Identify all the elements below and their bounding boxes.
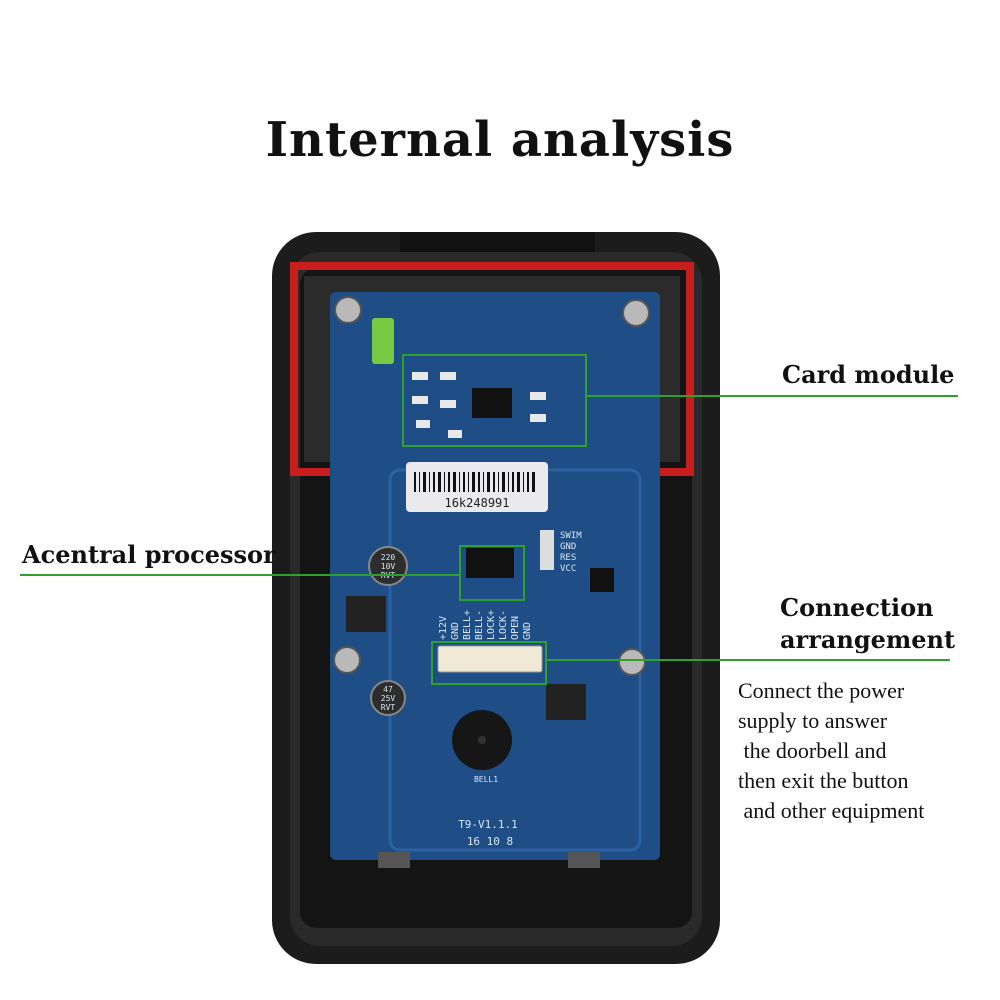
program-header: [540, 530, 554, 570]
connection-label-line2: arrangement: [780, 625, 956, 654]
cap-top-voltage: 10V: [381, 562, 396, 571]
screw-icon: [333, 296, 650, 676]
power-transistor: [546, 684, 586, 720]
cap-top-value: 220: [381, 553, 396, 562]
buzzer-label: BELL1: [474, 775, 498, 784]
board-version: T9-V1.1.1: [458, 818, 518, 831]
port-label: BELL-: [474, 610, 485, 640]
connection-highlight: [431, 641, 547, 685]
case-clip: [378, 852, 410, 868]
connection-description: Connect the power supply to answer the d…: [738, 676, 924, 826]
barcode-number: 16k248991: [444, 496, 509, 510]
processor-label: Acentral processor: [22, 540, 276, 569]
port-label: +12V: [438, 616, 449, 640]
connection-label: Connection arrangement: [780, 592, 955, 656]
port-label: OPEN: [510, 616, 521, 640]
port-label: GND: [522, 622, 533, 640]
barcode-bars: [414, 472, 535, 492]
capacitor-47uf: [370, 680, 406, 716]
port-label: LOCK+: [486, 610, 497, 640]
description-line: the doorbell and: [738, 738, 887, 763]
smd-parts: [412, 372, 546, 438]
page-title: Internal analysis: [265, 112, 735, 168]
port-label: BELL+: [462, 610, 473, 640]
description-line: supply to answer: [738, 708, 888, 733]
description-line: and other equipment: [738, 798, 925, 823]
cap-bottom-value: 47: [383, 685, 393, 694]
port-label: LOCK-: [498, 610, 509, 640]
pin-swim: SWIM: [560, 531, 582, 541]
processor-highlight: [459, 545, 525, 601]
port-label: GND: [450, 622, 461, 640]
secondary-chip: [590, 568, 614, 592]
card-module-highlight: [402, 354, 587, 447]
pin-gnd: GND: [560, 542, 576, 552]
pin-vcc: VCC: [560, 564, 576, 574]
card-module-label: Card module: [782, 360, 955, 389]
voltage-regulator: [346, 596, 386, 632]
port-labels: +12V GND BELL+ BELL- LOCK+ LOCK- OPEN GN…: [438, 610, 533, 640]
rfid-chip: [472, 388, 512, 418]
board-date-code: 16 10 8: [467, 835, 513, 848]
pin-res: RES: [560, 553, 576, 563]
description-line: Connect the power: [738, 678, 905, 703]
cap-bottom-brand: RVT: [381, 703, 396, 712]
connection-label-line1: Connection: [780, 593, 934, 622]
green-capacitor: [372, 318, 394, 364]
case-clip: [568, 852, 600, 868]
description-line: then exit the button: [738, 768, 909, 793]
cap-bottom-voltage: 25V: [381, 694, 396, 703]
wire-connector: [437, 645, 543, 673]
case-notch: [400, 232, 595, 252]
processor-chip: [466, 548, 514, 578]
